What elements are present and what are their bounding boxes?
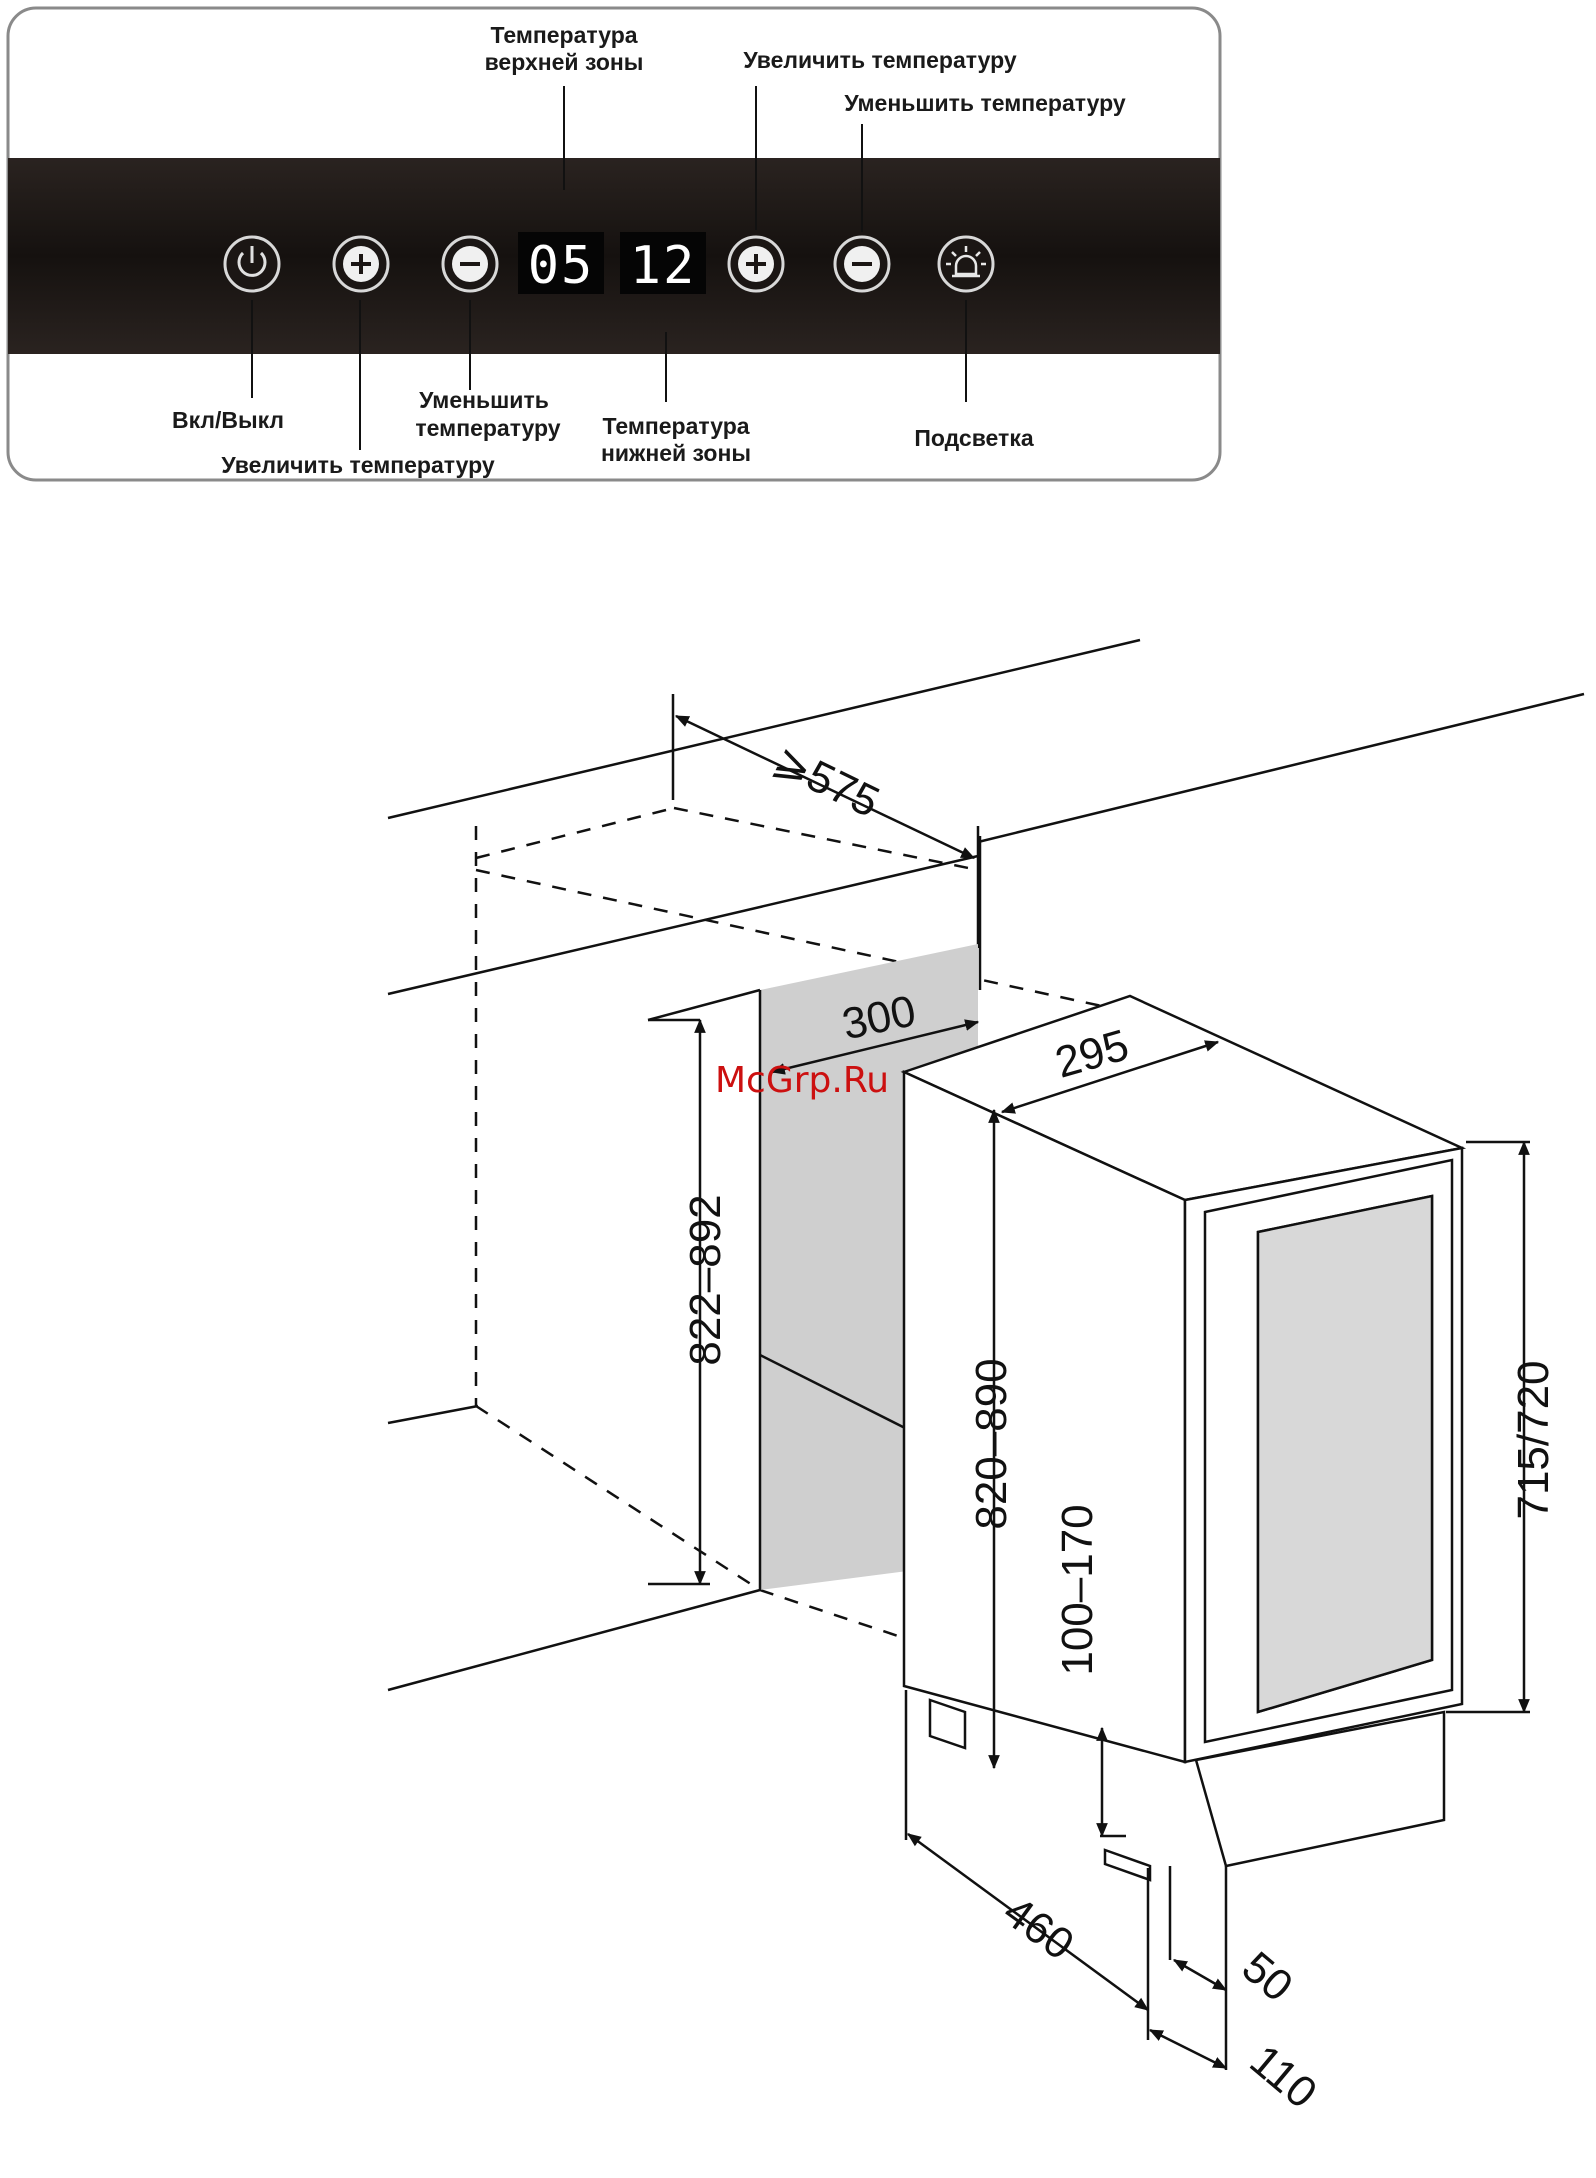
door-glass-shading: [1258, 1196, 1432, 1712]
counter-top-back-edge: [388, 640, 1140, 818]
installation-drawing: [388, 640, 1584, 2070]
panel-strip: [8, 158, 1220, 354]
counter-top-right-edge: [978, 694, 1584, 842]
light-button[interactable]: [939, 237, 993, 291]
label-upper-zone-temp-2: верхней зоны: [485, 49, 644, 75]
decrease-lower-temp-button[interactable]: [835, 237, 889, 291]
label-decrease-temp-bottom: Уменьшить: [419, 387, 549, 413]
label-lower-zone-temp: Температура: [602, 413, 749, 439]
cooler-foot-front: [1105, 1850, 1150, 1880]
label-upper-zone-temp: Температура: [490, 22, 637, 48]
dim-460: 460: [994, 1887, 1082, 1970]
decrease-upper-temp-button[interactable]: [443, 237, 497, 291]
dim-575: ⩾575: [766, 735, 887, 827]
dim-822-892: 822–892: [681, 1194, 730, 1365]
power-button[interactable]: [225, 237, 279, 291]
label-light: Подсветка: [914, 425, 1033, 451]
label-decrease-temp-top: Уменьшить температуру: [844, 90, 1125, 116]
dim-110: 110: [1241, 2036, 1326, 2119]
control-panel: 05 12: [8, 8, 1220, 480]
increase-upper-temp-button[interactable]: [334, 237, 388, 291]
upper-zone-value: 05: [528, 236, 595, 296]
upper-zone-display: 05: [518, 232, 604, 296]
floor-left-short: [388, 1406, 478, 1423]
label-power: Вкл/Выкл: [172, 407, 284, 433]
dim-100-170: 100–170: [1053, 1504, 1102, 1675]
lower-zone-value: 12: [630, 236, 697, 296]
dim-line-50: [1174, 1960, 1226, 1990]
label-decrease-temp-bottom-2: температуру: [415, 415, 560, 441]
floor-front-edge: [388, 1590, 760, 1690]
watermark: McGrp.Ru: [715, 1060, 889, 1101]
dim-50: 50: [1233, 1942, 1302, 2011]
dim-715-720: 715/720: [1509, 1360, 1558, 1519]
dim-line-110: [1150, 2030, 1226, 2068]
label-lower-zone-temp-2: нижней зоны: [601, 440, 751, 466]
label-increase-temp-bottom: Увеличить температуру: [221, 452, 494, 478]
dim-820-890: 820–890: [967, 1358, 1016, 1529]
label-increase-temp-top: Увеличить температуру: [743, 47, 1016, 73]
increase-lower-temp-button[interactable]: [729, 237, 783, 291]
cooler-foot-rear: [930, 1700, 965, 1748]
lower-zone-display: 12: [620, 232, 706, 296]
